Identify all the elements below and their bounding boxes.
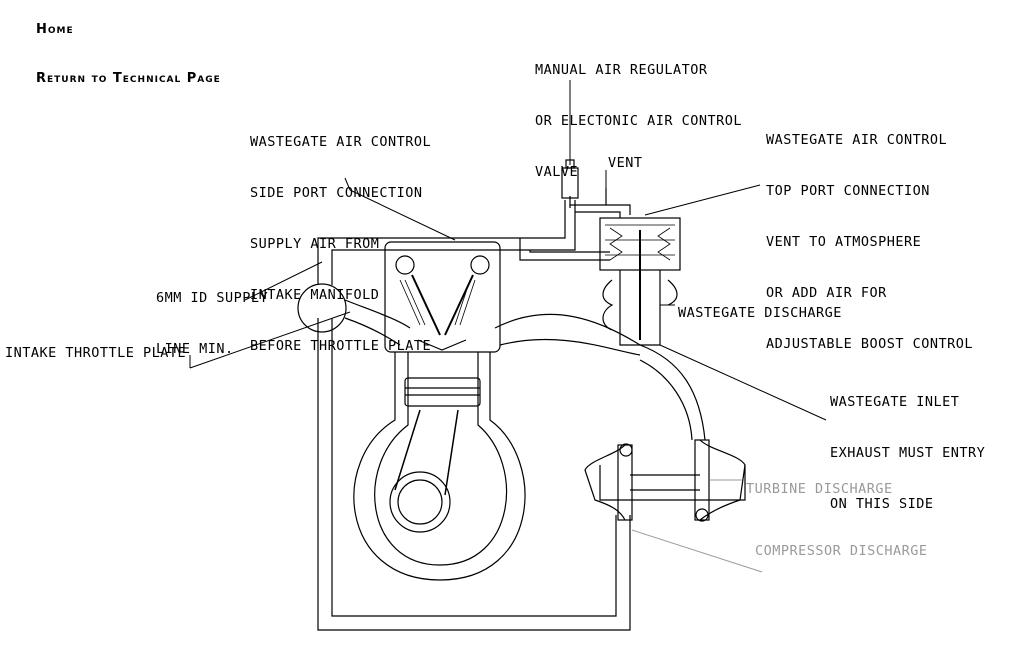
- wastegate-inlet-label: WASTEGATE INLET EXHAUST MUST ENTRY ON TH…: [830, 394, 986, 512]
- home-link[interactable]: Home: [36, 22, 74, 37]
- compressor-discharge-label: COMPRESSOR DISCHARGE: [755, 543, 928, 559]
- vent-label: VENT: [608, 155, 643, 171]
- throttle-plate-label: INTAKE THROTTLE PLATE: [5, 345, 187, 361]
- intake-runner: [344, 299, 411, 346]
- return-technical-link[interactable]: Return to Technical Page: [36, 71, 221, 86]
- supply-air-line: [317, 200, 610, 285]
- wastegate-discharge-label: WASTEGATE DISCHARGE: [678, 305, 842, 321]
- top-port-label: WASTEGATE AIR CONTROL TOP PORT CONNECTIO…: [766, 132, 974, 352]
- cylinder: [353, 352, 526, 581]
- exhaust-runner: [494, 313, 706, 441]
- side-port-label: WASTEGATE AIR CONTROL SIDE PORT CONNECTI…: [250, 134, 432, 354]
- cylinder-head: [384, 241, 501, 353]
- engine-block: [317, 318, 631, 631]
- intake-plenum: [297, 283, 347, 333]
- turbocharger: [584, 439, 746, 522]
- leader-lines: [189, 80, 827, 573]
- manual-air-regulator-label: MANUAL AIR REGULATOR OR ELECTONIC AIR CO…: [535, 62, 743, 180]
- supply-line-label: 6MM ID SUPPLY LINE MIN.: [156, 290, 269, 357]
- turbine-discharge-label: TURBINE DISCHARGE: [746, 481, 893, 497]
- wastegate: [599, 217, 681, 346]
